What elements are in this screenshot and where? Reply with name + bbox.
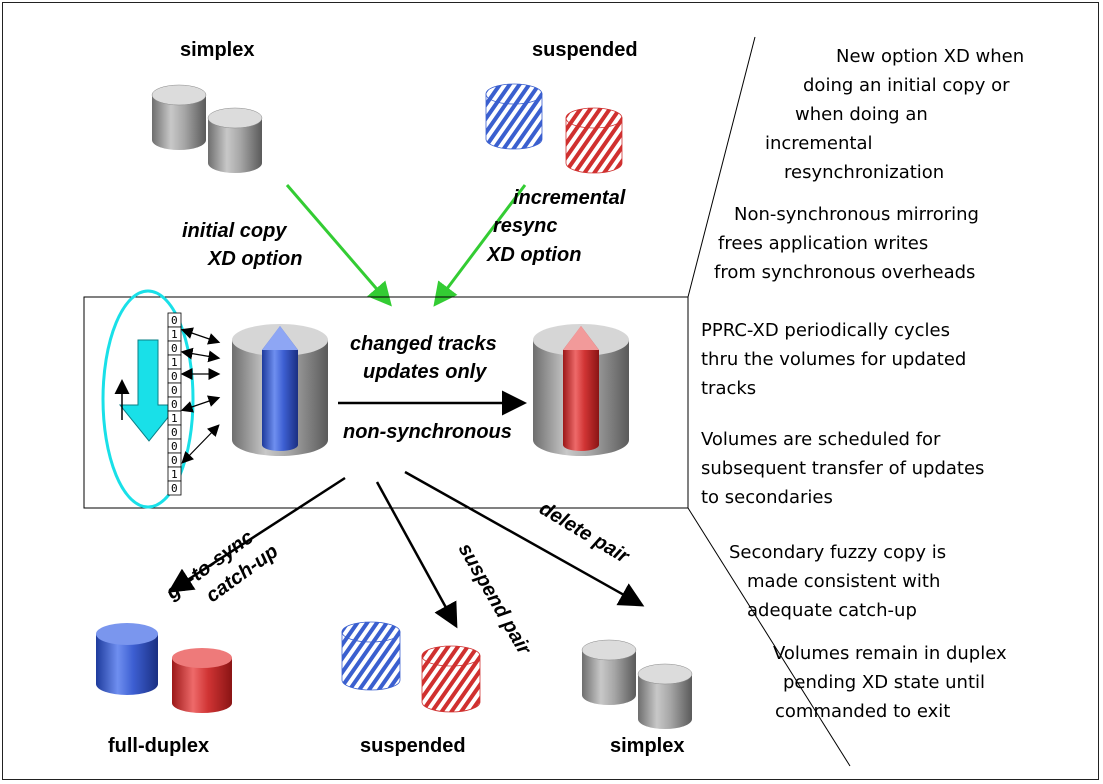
side-note-line: made consistent with xyxy=(747,571,940,592)
resync-label: resync xyxy=(493,215,558,237)
initial-copy-option-label: XD option xyxy=(207,248,302,270)
side-note-line: subsequent transfer of updates xyxy=(701,458,984,479)
side-note-line: adequate catch-up xyxy=(747,600,917,621)
state-label-bottom-simplex: simplex xyxy=(610,735,684,757)
bitmap-bit: 0 xyxy=(171,342,178,355)
pprc-xd-process-box xyxy=(83,296,689,509)
non-synchronous-label: non-synchronous xyxy=(343,421,512,443)
side-note-line: Secondary fuzzy copy is xyxy=(729,542,946,563)
bitmap-bit: 0 xyxy=(171,426,178,439)
resync-option-label: XD option xyxy=(486,244,581,266)
bitmap-bit: 0 xyxy=(171,482,178,495)
red-striped-volume-icon xyxy=(421,645,481,713)
side-note-line: incremental xyxy=(765,133,873,154)
blue-striped-volume-icon xyxy=(341,621,401,691)
side-note-line: when doing an xyxy=(795,104,928,125)
bitmap-bit: 0 xyxy=(171,384,178,397)
suspend-pair-label: suspend pair xyxy=(454,540,536,660)
incremental-label: incremental xyxy=(513,187,626,209)
bitmap-bit: 1 xyxy=(171,412,178,425)
secondary-volume-icon xyxy=(533,324,629,456)
side-notes: New option XD when doing an initial copy … xyxy=(701,46,1024,722)
bitmap-bit: 0 xyxy=(171,454,178,467)
side-note-line: thru the volumes for updated xyxy=(701,349,966,370)
state-label-full-duplex: full-duplex xyxy=(108,735,209,757)
initial-copy-label: initial copy xyxy=(182,220,287,242)
gray-volume-icon xyxy=(581,639,637,705)
updates-only-label: updates only xyxy=(363,361,487,383)
separator-line-top xyxy=(687,36,756,298)
initial-copy-arrow xyxy=(285,184,392,307)
side-note-line: pending XD state until xyxy=(783,672,985,693)
red-striped-volume-icon xyxy=(565,107,623,174)
gray-volume-icon xyxy=(151,84,207,150)
gray-volume-icon xyxy=(207,107,263,173)
side-note-line: resynchronization xyxy=(784,162,944,183)
bitmap-bit: 1 xyxy=(171,328,178,341)
gray-volume-icon xyxy=(637,663,693,729)
state-label-top-simplex: simplex xyxy=(180,39,254,61)
bitmap-bit: 0 xyxy=(171,398,178,411)
incremental-resync-arrow xyxy=(433,184,527,307)
side-note-line: Non-synchronous mirroring xyxy=(734,204,979,225)
blue-striped-volume-icon xyxy=(485,83,543,150)
side-note-line: commanded to exit xyxy=(775,701,950,722)
side-note-line: Volumes remain in duplex xyxy=(773,643,1007,664)
side-note-line: from synchronous overheads xyxy=(714,262,975,283)
side-note-line: tracks xyxy=(701,378,756,399)
blue-volume-icon xyxy=(96,623,158,695)
primary-volume-icon xyxy=(232,324,328,456)
state-label-bottom-suspended: suspended xyxy=(360,735,466,757)
side-note-line: doing an initial copy or xyxy=(803,75,1010,96)
go-to-sync-arrow xyxy=(167,476,346,593)
bitmap-bit: 0 xyxy=(171,314,178,327)
bitmap-bit: 1 xyxy=(171,356,178,369)
side-note-line: to secondaries xyxy=(701,487,833,508)
bitmap-cell xyxy=(167,480,182,496)
side-note-line: New option XD when xyxy=(836,46,1024,67)
bitmap-link-arrows xyxy=(180,327,221,464)
changed-tracks-label: changed tracks xyxy=(350,333,497,355)
delete-pair-arrow xyxy=(404,470,645,607)
side-note-line: frees application writes xyxy=(718,233,928,254)
suspend-pair-arrow xyxy=(375,481,458,629)
red-volume-icon xyxy=(172,648,232,713)
side-note-line: PPRC-XD periodically cycles xyxy=(701,320,950,341)
bitmap-bit: 1 xyxy=(171,468,178,481)
state-label-top-suspended: suspended xyxy=(532,39,638,61)
side-note-line: Volumes are scheduled for xyxy=(701,429,941,450)
bitmap-bit: 0 xyxy=(171,370,178,383)
bitmap-bit: 0 xyxy=(171,440,178,453)
separator-line-bottom xyxy=(687,507,851,767)
